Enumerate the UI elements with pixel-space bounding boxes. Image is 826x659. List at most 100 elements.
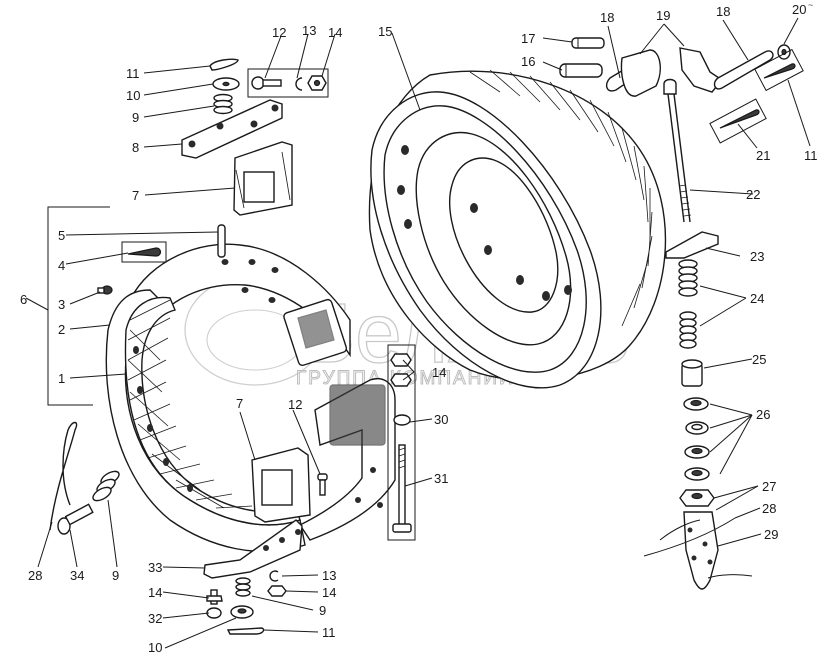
callout-3: 3	[58, 297, 65, 312]
bolt-34	[57, 503, 94, 535]
callout-6: 6	[20, 292, 27, 307]
callout-14-box: 14	[432, 365, 446, 380]
brake-drum	[368, 69, 667, 389]
bolt-12-lower	[317, 473, 328, 496]
callout-30: 30	[434, 412, 448, 427]
callout-4: 4	[58, 258, 65, 273]
callout-9-top: 9	[132, 110, 139, 125]
fastener-box-14-31	[387, 344, 416, 541]
lever-19-left	[620, 49, 661, 97]
callout-7-lower: 7	[236, 396, 243, 411]
callout-26: 26	[756, 407, 770, 422]
cotter-pin-4-box	[121, 241, 167, 263]
cotter-pin-21	[719, 109, 760, 129]
pin-5	[217, 224, 226, 258]
callout-16: 16	[521, 54, 535, 69]
lock-washer-13-lower	[269, 570, 279, 582]
callout-25: 25	[752, 352, 766, 367]
cotter-pin-11-lower	[226, 627, 265, 635]
callout-20: 20	[792, 2, 806, 17]
bracket-8	[181, 99, 283, 159]
callout-19: 19	[656, 8, 670, 23]
callout-7-top: 7	[132, 188, 139, 203]
cap-29	[683, 511, 719, 590]
bracket-33	[203, 519, 303, 579]
callout-11-right: 11	[804, 148, 818, 163]
drum-bolt-holes	[397, 145, 572, 301]
brake-band	[105, 243, 351, 553]
callout-29: 29	[764, 527, 778, 542]
callout-34: 34	[70, 568, 84, 583]
callout-15: 15	[378, 24, 392, 39]
pin-16	[559, 63, 603, 78]
cotter-pin-4	[127, 247, 162, 257]
callout-33: 33	[148, 560, 162, 575]
nut-14-b	[390, 373, 412, 387]
rivet-3	[97, 285, 113, 295]
callout-23: 23	[750, 249, 764, 264]
spring-24-lower	[679, 311, 697, 349]
link-18-right	[713, 50, 774, 90]
cotter-pin-11	[209, 58, 239, 71]
drum-outer-hatching	[469, 69, 653, 327]
rod-22	[663, 78, 692, 223]
callout-18-left: 18	[600, 10, 614, 25]
nut-14-a	[390, 353, 412, 367]
bolt-12	[251, 76, 282, 90]
callout-5: 5	[58, 228, 65, 243]
spring-9-lower	[235, 577, 251, 597]
leader-lines	[25, 17, 811, 649]
right-stack	[643, 231, 753, 590]
washers-26	[683, 397, 710, 481]
spring-9-top	[213, 93, 233, 115]
bolt-31	[398, 444, 406, 526]
callout-24: 24	[750, 291, 764, 306]
callout-18-right: 18	[716, 4, 730, 19]
callout-11-lower: 11	[322, 625, 336, 640]
bolt-32	[206, 589, 223, 619]
assembly-6-bracket	[47, 206, 110, 406]
callout-21: 21	[756, 148, 770, 163]
callout-10-lower: 10	[148, 640, 162, 655]
lock-washer-13	[295, 77, 303, 91]
bracket-8-holes	[188, 104, 279, 148]
callout-14-lower: 14	[322, 585, 336, 600]
callout-12-top: 12	[272, 25, 286, 40]
callout-9-left: 9	[112, 568, 119, 583]
spring-9-left	[92, 470, 120, 502]
band-lower-end	[298, 378, 396, 541]
callout-28-right: 28	[762, 501, 776, 516]
washer-30	[393, 414, 411, 426]
callout-22: 22	[746, 187, 760, 202]
pin-17	[571, 37, 605, 49]
fastener-column	[387, 344, 416, 541]
cotter-pin-11-box	[754, 48, 804, 92]
stop-plate-23	[665, 231, 719, 259]
callout-13-lower: 13	[322, 568, 336, 583]
wire-28-left	[49, 421, 78, 531]
cotter-pin-11-right	[763, 63, 796, 79]
top-left-parts	[181, 58, 329, 216]
left-loose-parts	[49, 421, 120, 535]
callout-17: 17	[521, 31, 535, 46]
callout-28-left: 28	[28, 568, 42, 583]
lining-cross-hatch	[127, 299, 253, 509]
callout-11-top: 11	[126, 66, 140, 81]
band-accessories	[97, 224, 226, 295]
callout-13-top: 13	[302, 23, 316, 38]
callout-1: 1	[58, 371, 65, 386]
callout-32: 32	[148, 611, 162, 626]
fastener-box-12-14	[247, 68, 329, 98]
spring-24-upper	[678, 259, 698, 297]
callout-8: 8	[132, 140, 139, 155]
callout-labels: 1 2 3 4 5 6 7 7 8 9 9 9 10 10 11 11 11 1…	[20, 2, 818, 655]
corner-mark: ~	[808, 0, 813, 10]
callout-2: 2	[58, 322, 65, 337]
band-lower-end-holes	[355, 467, 383, 508]
callout-9-lower: 9	[319, 603, 326, 618]
callout-14-bolt: 14	[148, 585, 162, 600]
callout-14-top: 14	[328, 25, 342, 40]
callout-12-lower: 12	[288, 397, 302, 412]
callout-10-top: 10	[126, 88, 140, 103]
nut-14-lower	[267, 585, 287, 597]
